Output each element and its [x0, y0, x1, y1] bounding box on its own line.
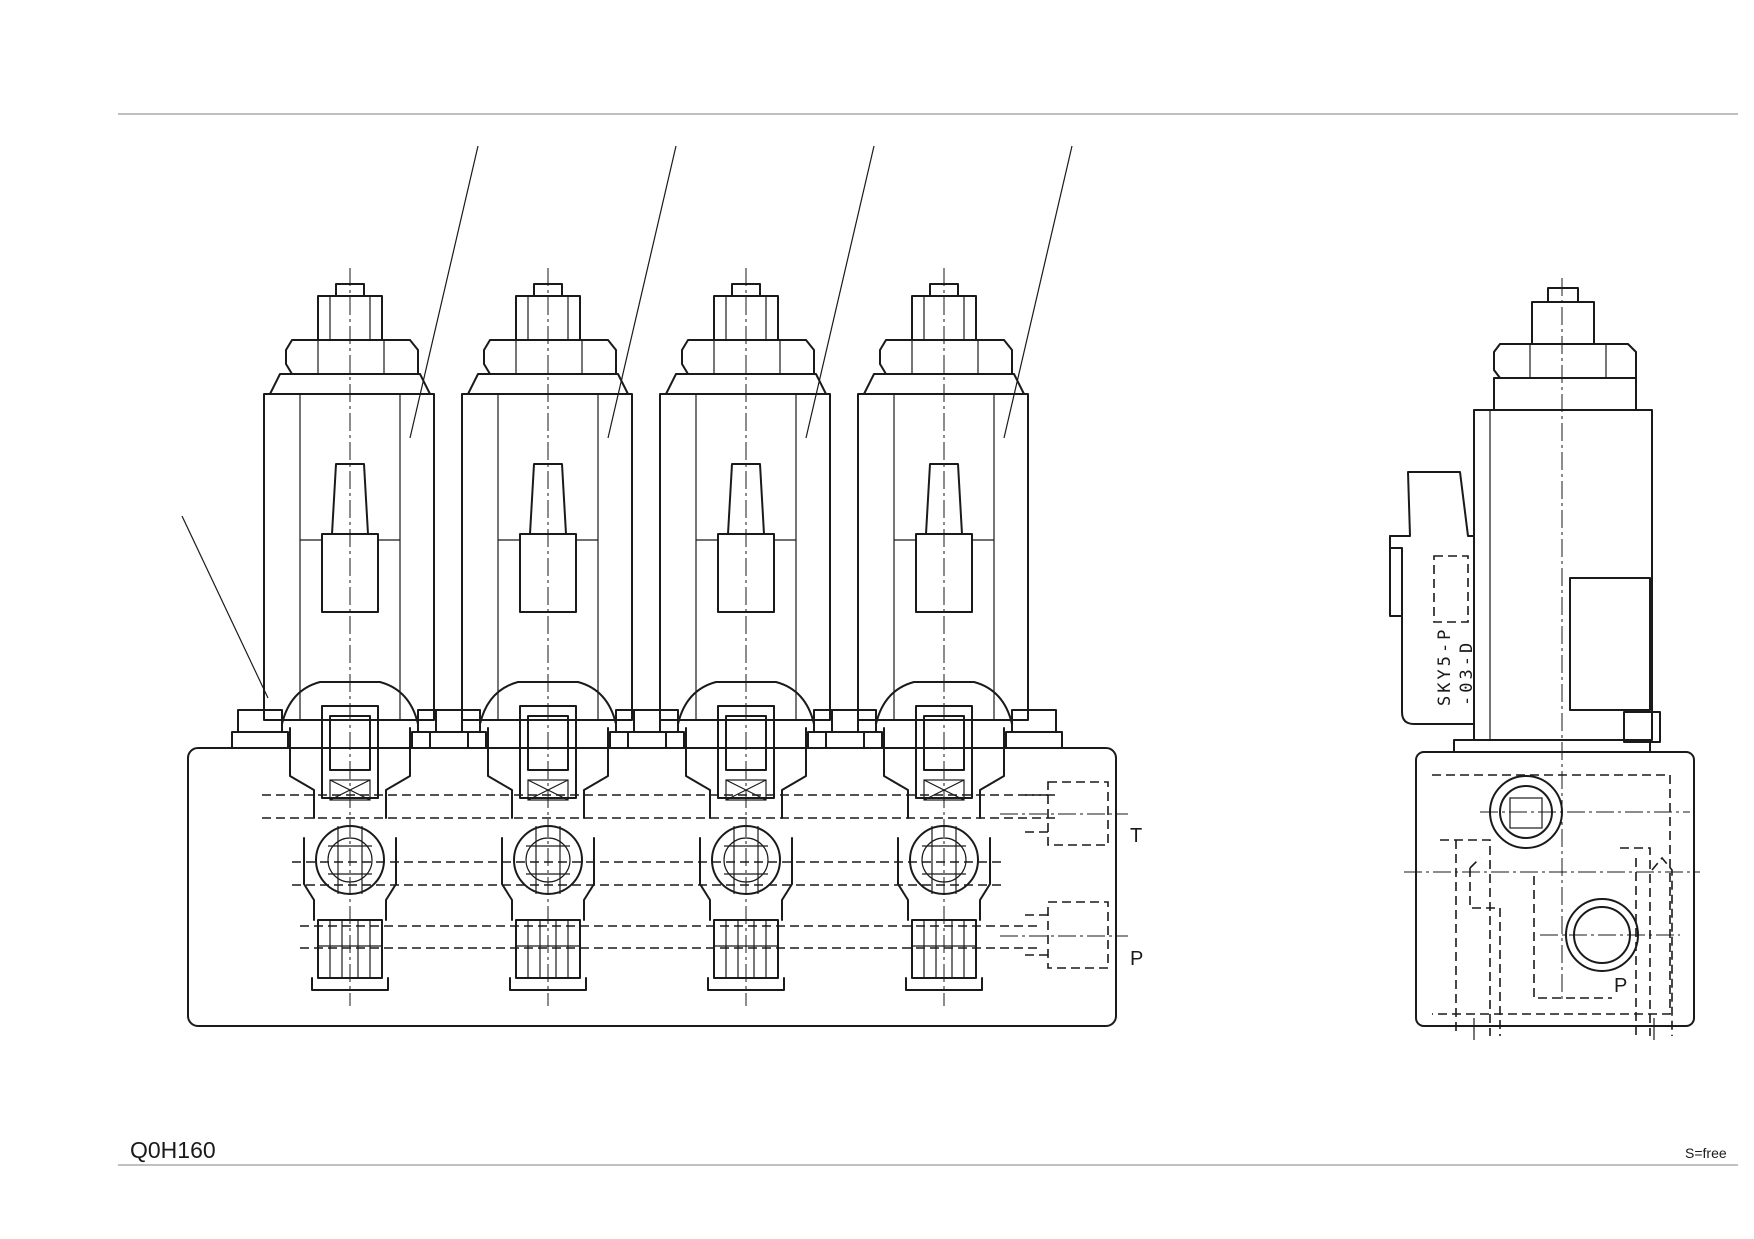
leader-line-3 — [805, 145, 875, 439]
side-coil-housing — [1473, 409, 1653, 741]
leader-line-4 — [1003, 145, 1073, 439]
solenoid-valve-4 — [825, 267, 1063, 1007]
solenoid-valve-3 — [627, 267, 865, 1007]
solenoid-valve-1 — [231, 267, 469, 1007]
side-manifold-block — [1415, 751, 1695, 1027]
leader-line-2 — [607, 145, 677, 439]
port-t-label: T — [1130, 825, 1142, 847]
side-port-p-label: P — [1614, 975, 1627, 997]
side-connector — [1389, 471, 1475, 725]
port-p-label: P — [1130, 948, 1143, 970]
leader-line-bolt — [181, 515, 269, 699]
drawing-code: Q0H160 — [130, 1137, 216, 1163]
solenoid-valve-2 — [429, 267, 667, 1007]
drawing-scale: S=free — [1685, 1145, 1727, 1161]
front-view: T P — [181, 145, 1143, 1027]
nameplate-line-1: SKY5-P — [1435, 627, 1455, 706]
side-view: SKY5-P -03-D P — [1389, 278, 1700, 1040]
leader-line-1 — [409, 145, 479, 439]
manifold-block — [187, 747, 1117, 1027]
nameplate-line-2: -03-D — [1457, 640, 1477, 706]
